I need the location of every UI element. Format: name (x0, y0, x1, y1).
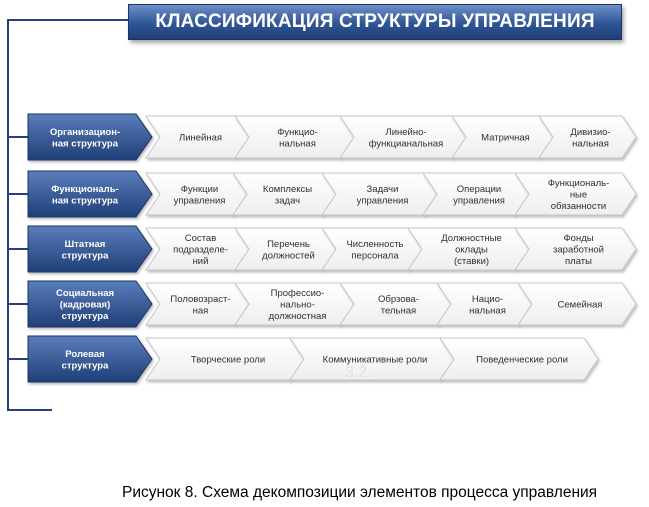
item-label: задач (275, 195, 300, 206)
item-label: Состав (185, 233, 216, 244)
item-chevron (514, 172, 637, 216)
row-header-label: структура (62, 311, 110, 322)
item-chevron (538, 115, 637, 159)
item-label: Линейно- (385, 127, 426, 138)
item-label: управления (453, 195, 505, 206)
item-chevron (439, 337, 599, 381)
item-label: персонала (351, 250, 399, 261)
item-label: Фонды (563, 233, 593, 244)
row-header-label: структура (62, 360, 110, 371)
row-header-label: ная структура (52, 138, 119, 149)
item-label: Должностные (441, 233, 502, 244)
item-label: Матричная (481, 133, 530, 144)
item-label: Задачи (367, 184, 399, 195)
item-label: функцианальная (369, 138, 444, 149)
item-label: тельная (381, 305, 416, 316)
item-label: ний (193, 256, 209, 267)
item-label: ные (570, 190, 587, 201)
item-label: Коммуникативные роли (323, 355, 428, 366)
row-header-label: Организацион- (50, 127, 120, 138)
row-header-label: Штатная (65, 239, 106, 250)
row-header-label: Функциональ- (51, 184, 118, 195)
item-label: нальная (279, 138, 316, 149)
row-header-label: структура (62, 250, 110, 261)
item-label: Половозраст- (170, 294, 230, 305)
item-label: платы (565, 256, 592, 267)
item-label: заработной (553, 245, 604, 256)
item-label: обязанности (551, 201, 606, 212)
classification-diagram: Линейная Функцио-нальная Линейно-функциана… (7, 19, 637, 411)
row-header-label: ная структура (52, 195, 119, 206)
header-chevron (27, 225, 153, 273)
row-header-label: (кадровая) (60, 300, 111, 311)
row-1: Линейная Функцио-нальная Линейно-функциана… (8, 113, 637, 161)
row-4: Половозраст-ная Професcио-нально-должност… (8, 280, 637, 328)
item-label: Комплексы (263, 184, 312, 195)
row-5: Творческие роли Коммуникативные роли Повед… (8, 335, 599, 383)
item-label: должностей (262, 250, 315, 261)
bracket-line (7, 19, 128, 411)
item-label: Творческие роли (191, 355, 265, 366)
item-chevron (517, 282, 637, 326)
item-label: Обрзова- (378, 294, 419, 305)
item-label: управления (357, 195, 409, 206)
item-label: нальная (572, 138, 609, 149)
watermark: 3.2. (345, 364, 372, 381)
diagram-title: КЛАССИФИКАЦИЯ СТРУКТУРЫ УПРАВЛЕНИЯ (128, 4, 622, 40)
header-chevron (27, 170, 153, 218)
figure-caption: Рисунок 8. Схема декомпозиции элементов … (122, 484, 598, 501)
item-label: (ставки) (454, 256, 489, 267)
item-label: Функциональ- (548, 178, 610, 189)
item-label: Нацио- (472, 294, 503, 305)
item-label: Линейная (179, 133, 222, 144)
item-label: Професcио- (271, 288, 325, 299)
item-label: нально- (280, 300, 315, 311)
item-label: Функцио- (277, 127, 318, 138)
item-label: должностная (269, 311, 327, 322)
item-label: Семейная (558, 300, 603, 311)
item-label: оклады (455, 245, 488, 256)
item-label: подразделе- (173, 245, 228, 256)
header-chevron (27, 113, 153, 161)
row-header-label: Социальная (56, 288, 114, 299)
item-label: Перечень (267, 239, 310, 250)
item-label: Численность (346, 239, 403, 250)
row-header-label: Ролевая (65, 349, 104, 360)
item-label: ная (193, 305, 209, 316)
item-label: Операции (457, 184, 501, 195)
item-label: Функции (181, 184, 218, 195)
item-chevron (514, 227, 637, 271)
item-label: Дивизио- (570, 127, 610, 138)
header-chevron (27, 335, 153, 383)
row-2: ФункцииуправленияКомплексызадачЗадачиупр… (8, 170, 637, 218)
item-label: нальная (469, 305, 506, 316)
header-chevron (27, 280, 153, 328)
item-label: управления (174, 195, 226, 206)
item-label: Поведенческие роли (476, 355, 568, 366)
